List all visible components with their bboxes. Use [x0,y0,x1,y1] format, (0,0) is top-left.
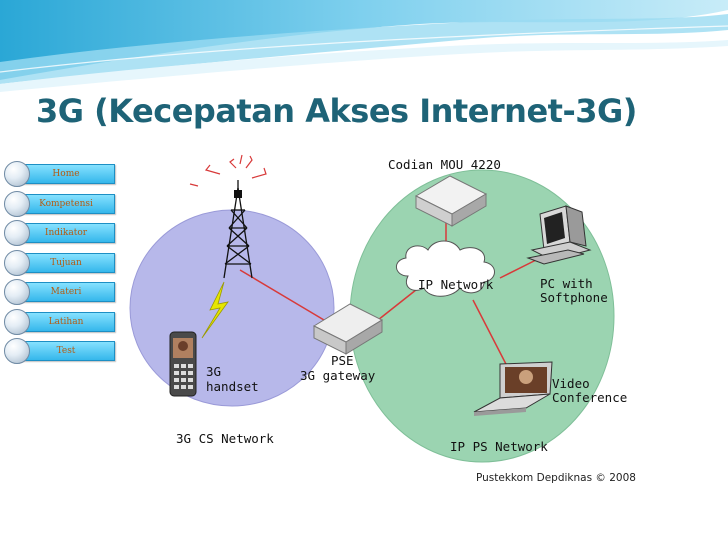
nav-item-materi[interactable]: Materi [4,280,116,304]
video-label-line2: Conference [552,390,627,405]
header-wave-decoration [0,0,728,92]
handset-label-line2: handset [206,379,259,394]
phone-icon [170,332,196,396]
handset-label-line1: 3G [206,364,221,379]
pse-label-line1: PSE [331,353,354,368]
nav-item-home[interactable]: Home [4,162,116,186]
nav-label-indikator: Indikator [17,223,115,243]
pse-label-line2: 3G gateway [300,368,376,383]
nav-label-home: Home [17,164,115,184]
ip-network-label: IP Network [418,277,494,292]
nav-item-latihan[interactable]: Latihan [4,310,116,334]
nav-label-materi: Materi [17,282,115,302]
nav-label-latihan: Latihan [17,312,115,332]
video-label-line1: Video [552,376,590,391]
nav-item-indikator[interactable]: Indikator [4,221,116,245]
page-title: 3G (Kecepatan Akses Internet-3G) [36,92,637,130]
nav-label-tujuan: Tujuan [17,253,115,273]
nav-item-test[interactable]: Test [4,339,116,363]
cs-network-label: 3G CS Network [176,431,274,446]
codian-label: Codian MOU 4220 [388,157,501,172]
credit-text: Pustekkom Depdiknas © 2008 [476,472,636,484]
pc-label-line2: Softphone [540,290,608,305]
network-diagram: Codian MOU 4220 IP Network PC with Softp… [128,150,650,488]
ps-network-label: IP PS Network [450,439,548,454]
nav-item-tujuan[interactable]: Tujuan [4,251,116,275]
nav-label-test: Test [17,341,115,361]
nav-label-kompetensi: Kompetensi [17,194,115,214]
pc-label-line1: PC with [540,276,593,291]
nav-item-kompetensi[interactable]: Kompetensi [4,192,116,216]
